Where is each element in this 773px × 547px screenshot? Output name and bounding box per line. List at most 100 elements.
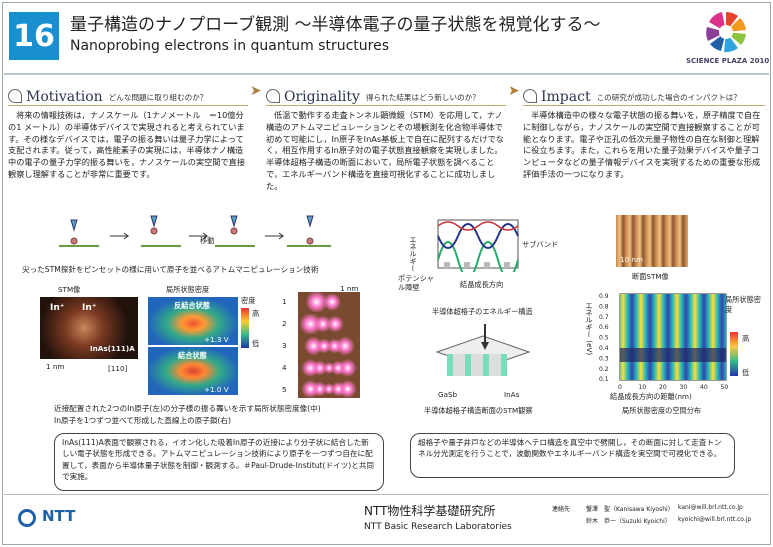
chain-number: 3 [282, 341, 287, 350]
bias-1: +1.3 V [204, 335, 229, 344]
x-tick-label: 10 [639, 384, 647, 391]
in-plus-label: In⁺ [82, 303, 97, 313]
impact-title: Impact [541, 89, 591, 105]
originality-section: Originality 得られた結果はどう新しいのか？ 低温で動作する走査トンネル… [266, 84, 506, 212]
bonding-label: 結合状態 [178, 351, 207, 360]
x-tick-label: 0 [618, 384, 622, 391]
y-tick-label: 0.6 [599, 324, 609, 331]
chain-number: 1 [282, 297, 287, 306]
motivation-section: Motivation どんな問題に取り組むのか？ 将来の情報技術は，ナノスケール（… [8, 84, 248, 212]
org-name-en: NTT Basic Research Laboratories [364, 522, 512, 532]
y-tick-label: 0.4 [599, 345, 609, 352]
atom-chain-images [298, 292, 360, 398]
high-label: 高 [252, 309, 260, 318]
low-label: 低 [252, 339, 260, 348]
colorbar-high: 高 [742, 334, 750, 343]
impact-question: この研究が成功した場合のインパクトは？ [596, 93, 741, 102]
x-tick-label: 50 [721, 384, 729, 391]
originality-title: Originality [284, 89, 360, 105]
motivation-title: Motivation [26, 89, 103, 105]
science-plaza-logo [706, 12, 746, 53]
bias-2: +1.0 V [204, 385, 229, 394]
growth-direction-label: 結晶成長方向 [460, 280, 504, 289]
impact-section: Impact この研究が成功した場合のインパクトは？ 半導体構造中の様々な電子状態… [523, 84, 765, 212]
contact-email: kani@will.brl.ntt.co.jp [678, 504, 743, 511]
superlattice-diagram [435, 324, 531, 376]
title-ja: 量子構造のナノプローブ観測 ～半導体電子の量子状態を視覚化する～ [70, 15, 601, 35]
right-note: 超格子や量子井戸などの半導体ヘテロ構造を真空中で劈開し，その断面に対して走査トン… [410, 433, 735, 478]
chain-number: 4 [282, 363, 287, 372]
chart-ylabel: エネルギー (eV) [585, 302, 594, 356]
chain-caption: In原子を1つずつ並べて形成した直線上の原子鎖(右) [54, 416, 231, 425]
scale-1nm: 1 nm [46, 362, 65, 371]
density-label: 密度 [241, 296, 256, 305]
energy-structure-diagram [437, 219, 519, 272]
impact-icon [523, 89, 537, 103]
stm-scale: 10 nm [620, 255, 643, 264]
heatmap-colorbar [730, 332, 738, 376]
originality-question: 得られた結果はどう新しいのか？ [365, 93, 480, 102]
ldos-heatmap-chart: 0.9 0.8 0.7 0.6 0.5 0.4 0.3 0.2 0.1 0 10 20 30 40 50 [599, 293, 729, 391]
bonding-ldos-image: 結合状態 +1.0 V [148, 347, 238, 395]
direction-label: [110] [108, 364, 128, 373]
contact-name: 蟹澤 聖（Kanisawa Kiyoshi） [586, 506, 674, 513]
y-tick-label: 0.9 [599, 293, 609, 300]
motivation-question: どんな問題に取り組むのか？ [108, 93, 208, 102]
science-plaza-label: SCIENCE PLAZA 2010 [686, 57, 770, 65]
contact-name: 鈴木 恭一（Suzuki Kyoichi） [586, 518, 671, 525]
ntt-logo-icon [18, 509, 36, 527]
energy-structure-caption: 半導体超格子のエネルギー構造 [432, 307, 533, 316]
stm-image-label: STM像 [58, 285, 81, 294]
y-tick-label: 0.2 [599, 366, 609, 373]
potential-barrier-label: ポテンシャル障壁 [398, 274, 434, 292]
originality-text: 低温で動作する走査トンネル顕微鏡（STM）を応用して，ナノ構造のアトムマニピュレ… [266, 110, 504, 191]
contact-label: 連絡先 [552, 506, 571, 513]
cross-section-stm-image: 10 nm [616, 215, 688, 267]
ldos-caption: 近接配置された2つのIn原子(左)の分子様の振る舞いを示す局所状態密度像(中) [54, 404, 321, 413]
poster-number: 16 [9, 12, 59, 60]
superlattice-stm-caption: 半導体超格子構造断面のSTM観察 [424, 406, 533, 415]
substrate-label: InAs(111)A [90, 344, 135, 353]
motivation-icon [8, 89, 22, 103]
chain-number: 5 [282, 385, 287, 394]
manipulation-caption: 尖ったSTM探針をピンセットの様に用いて原子を並べるアトムマニピュレーション技術 [22, 265, 319, 274]
y-tick-label: 0.8 [599, 303, 609, 310]
arrow-icon: ➤ [508, 83, 520, 99]
density-colorbar [241, 308, 249, 348]
x-tick-label: 20 [659, 384, 667, 391]
colorbar-title: 局所状態密度 [725, 295, 761, 314]
stm-image: In⁺ In⁺ InAs(111)A [40, 297, 138, 359]
energy-axis-label: エネルギー [409, 236, 418, 272]
y-tick-label: 0.3 [599, 355, 609, 362]
colorbar-low: 低 [742, 368, 750, 377]
ntt-logo-text: NTT [42, 507, 76, 525]
contact-email: kyoichi@will.brl.ntt.co.jp [678, 516, 752, 523]
x-tick-label: 40 [700, 384, 708, 391]
gasb-label: GaSb [438, 390, 458, 399]
subband-label: サブバンド [522, 240, 559, 249]
motivation-text: 将来の情報技術は，ナノスケール（1ナノメートル ＝10億分の1 メートル）の半導… [8, 110, 246, 179]
chain-number: 2 [282, 319, 287, 328]
x-tick-label: 30 [680, 384, 688, 391]
title-en: Nanoprobing electrons in quantum structu… [70, 38, 390, 54]
cross-section-caption: 断面STM像 [632, 272, 669, 281]
y-tick-label: 0.7 [599, 314, 609, 321]
move-label: 移動 [200, 236, 215, 245]
antibonding-ldos-image: 反結合状態 +1.3 V [148, 297, 238, 345]
ldos-label: 局所状態密度 [166, 285, 210, 294]
atom-manipulation-diagram [59, 215, 331, 247]
y-tick-label: 0.1 [599, 376, 609, 383]
header-separator [4, 73, 769, 75]
chain-scale: 1 nm [340, 284, 359, 293]
inas-label: InAs [504, 390, 520, 399]
left-note: InAs(111)A表面で観察される，イオン化した吸着In原子の近接により分子状… [54, 433, 384, 491]
org-name-ja: NTT物性科学基礎研究所 [364, 504, 496, 518]
y-tick-label: 0.5 [599, 335, 609, 342]
distribution-caption: 局所状態密度の空間分布 [622, 406, 702, 415]
originality-icon [266, 89, 280, 103]
impact-text: 半導体構造中の様々な電子状態の振る舞いを，原子精度で自在に制御しながら，ナノスケ… [523, 110, 761, 179]
in-plus-label: In⁺ [50, 303, 65, 313]
antibonding-label: 反結合状態 [174, 301, 210, 310]
chart-xlabel: 結晶成長方向の距離(nm) [610, 392, 692, 401]
